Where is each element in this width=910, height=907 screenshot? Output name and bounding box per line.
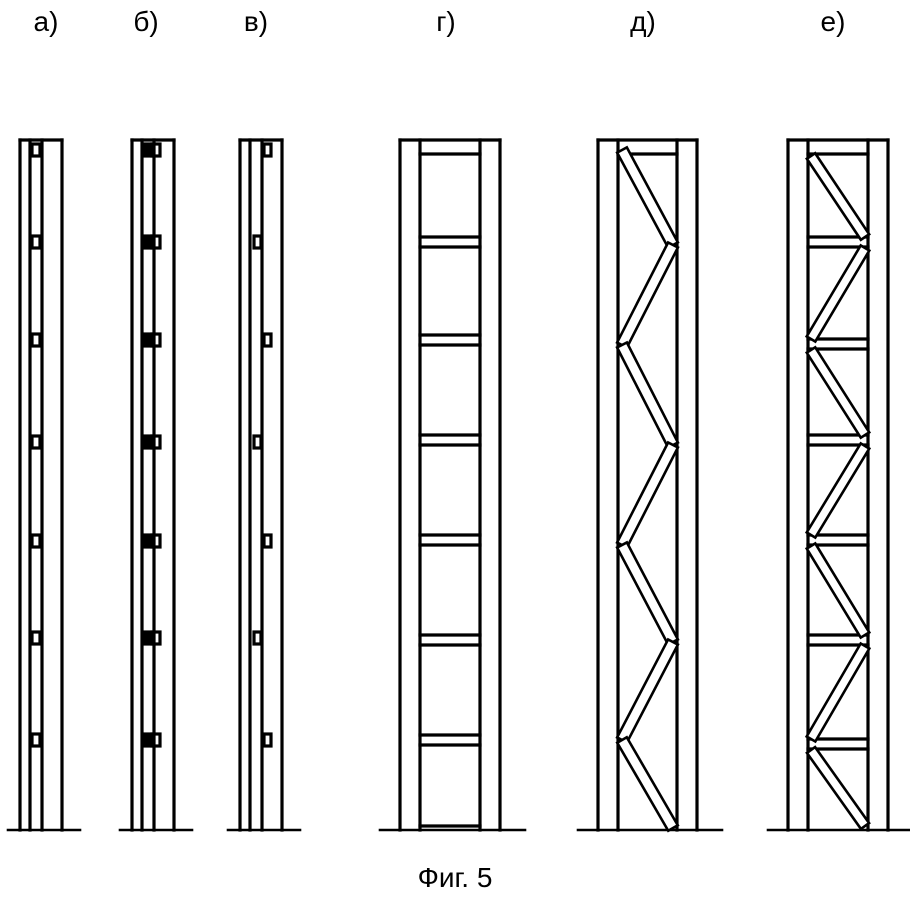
truss-diagonal [804,441,872,540]
cleat [252,630,263,646]
cleat [30,533,42,549]
panel-label-d: д) [630,6,656,37]
cleat [150,142,162,158]
truss-diagonal [804,641,872,744]
truss-diagonal [615,540,680,647]
cleat [30,142,42,158]
panel-label-e: е) [820,6,846,37]
cleat [150,234,162,250]
cleat [30,630,42,646]
truss-diagonal [805,151,871,242]
cleat [30,234,42,250]
cleat [262,533,273,549]
truss-diagonal [804,243,872,344]
truss-diagonal [615,240,680,350]
cleat [30,332,42,348]
cleat [150,732,162,748]
cleat [262,732,273,748]
truss-diagonal [615,735,680,833]
truss-diagonal [615,637,680,745]
cleat [150,533,162,549]
panel-label-g: г) [436,6,456,37]
cleat [150,630,162,646]
cleat [252,434,263,450]
panel-label-v: в) [243,6,269,37]
cleat [262,332,273,348]
truss-diagonal [615,340,680,450]
figure-caption: Фиг. 5 [417,862,493,893]
panel-label-b: б) [133,6,159,37]
truss-diagonal [805,745,871,831]
cleat [150,434,162,450]
cleat [252,234,263,250]
cleat [262,142,273,158]
truss-diagonal [615,440,680,550]
cleat [30,732,42,748]
cleat [150,332,162,348]
truss-diagonal [615,145,680,250]
panel-label-a: а) [33,6,59,37]
truss-diagonal [804,345,872,440]
cleat [30,434,42,450]
truss-diagonal [804,541,872,640]
